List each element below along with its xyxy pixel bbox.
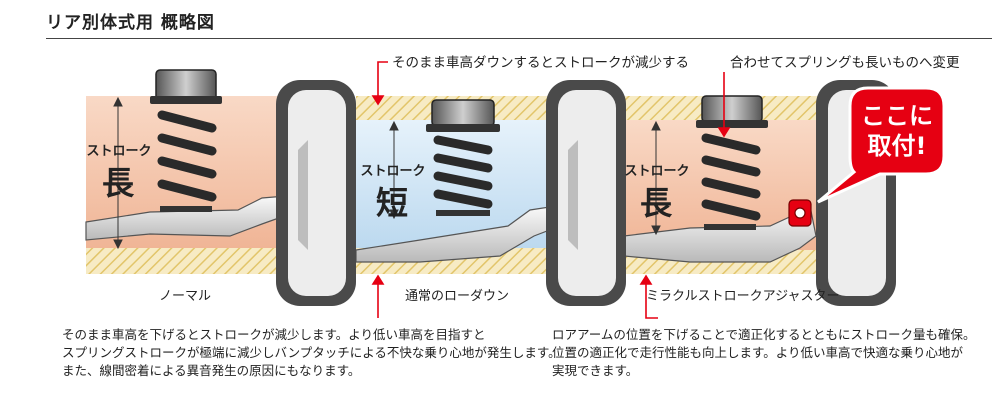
spring-lowdown <box>426 99 500 216</box>
spring-miracle <box>696 95 768 230</box>
stroke-label-miracle: ストローク <box>624 164 690 179</box>
description-left-line: また、線間密着による異音発生の原因にもなります。 <box>62 363 361 378</box>
caption-lowdown: 通常のローダウン <box>404 289 509 304</box>
spring-normal <box>150 69 222 212</box>
callout-text-line1: ここに <box>861 102 933 130</box>
description-right-line: 実現できます。 <box>552 363 639 378</box>
caption-miracle: ミラクルストロークアジャスター <box>646 289 840 304</box>
stroke-label-lowdown: ストローク <box>360 164 426 179</box>
stroke-size-normal: 長 <box>101 164 134 202</box>
stroke-size-miracle: 長 <box>639 184 672 222</box>
annotation-top-right: 合わせてスプリングも長いものへ変更 <box>730 55 960 71</box>
callout-text-line2: 取付! <box>867 132 927 160</box>
tire-2 <box>546 80 626 306</box>
stroke-size-lowdown: 短 <box>375 184 408 222</box>
page-title: リア別体式用 概略図 <box>46 13 215 33</box>
description-left-line: スプリングストロークが極端に減少しバンプタッチによる不快な乗り心地が発生します。 <box>62 345 561 360</box>
annotation-arrows <box>371 61 731 319</box>
description-left-line: そのまま車高を下げるとストロークが減少します。より低い車高を目指すと <box>62 327 486 342</box>
stroke-arrows <box>113 96 661 250</box>
title-divider <box>46 38 992 39</box>
description-right-line: ロアアームの位置を下げることで適正化するとともにストローク量も確保。 <box>552 327 976 342</box>
callout-bubble <box>817 86 946 204</box>
description-left: そのまま車高を下げるとストロークが減少します。より低い車高を目指すと スプリング… <box>62 326 561 380</box>
caption-normal: ノーマル <box>158 289 211 304</box>
description-right-line: 位置の適正化で走行性能も向上します。より低い車高で快適な乗り心地が <box>552 345 964 360</box>
tire-1 <box>276 80 356 306</box>
annotation-top-middle: そのまま車高ダウンするとストロークが減少する <box>392 55 689 71</box>
stroke-label-normal: ストローク <box>86 144 152 159</box>
description-right: ロアアームの位置を下げることで適正化するとともにストローク量も確保。 位置の適正… <box>552 326 976 380</box>
adjuster-bolt-hole <box>794 207 806 219</box>
